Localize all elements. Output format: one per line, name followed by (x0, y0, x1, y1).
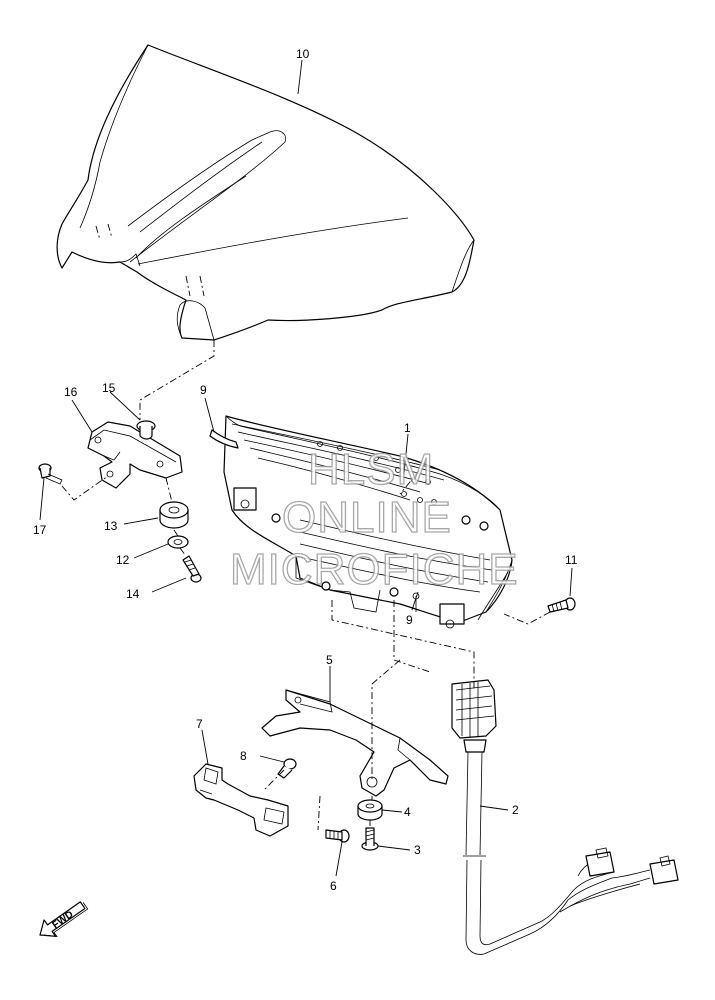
callout-11: 11 (565, 553, 578, 567)
callout-5: 5 (326, 653, 333, 667)
screw-part-8[interactable] (277, 758, 297, 779)
callout-9-top: 9 (200, 383, 207, 397)
bolt-part-14[interactable] (182, 555, 202, 583)
callout-10: 10 (296, 47, 310, 61)
screw-part-3[interactable] (361, 827, 379, 851)
leader-lines (39, 59, 573, 877)
callout-6: 6 (330, 879, 337, 893)
wire-harness-part-2[interactable] (451, 679, 679, 955)
callout-15: 15 (102, 381, 116, 395)
visor-part-10[interactable] (56, 44, 475, 341)
bolt-part-6[interactable] (325, 829, 350, 843)
callout-7: 7 (196, 717, 203, 731)
watermark-line-2: ONLINE (282, 493, 452, 542)
bolt-part-17[interactable] (38, 463, 63, 485)
callout-17: 17 (33, 523, 47, 537)
damper-part-13[interactable] (159, 501, 189, 529)
callout-3: 3 (414, 843, 421, 857)
grommet-part-4[interactable] (357, 799, 383, 821)
callout-13: 13 (104, 519, 118, 533)
meter-assembly-part-1[interactable] (223, 415, 513, 629)
bracket-part-16[interactable] (87, 421, 183, 489)
screw-part-11[interactable] (547, 597, 576, 613)
assembly-lines (61, 340, 551, 831)
callout-2: 2 (512, 803, 519, 817)
callout-14: 14 (126, 587, 140, 601)
stay-part-5[interactable] (261, 689, 449, 797)
bracket-part-7[interactable] (193, 763, 289, 837)
callout-12: 12 (116, 553, 130, 567)
fwd-arrow-icon: FWD (39, 901, 89, 938)
callout-4: 4 (404, 805, 411, 819)
watermark: HLSM ONLINE MICROFICHE (229, 444, 519, 594)
grommet-part-9[interactable] (209, 429, 420, 612)
collar-part-15[interactable] (136, 420, 156, 440)
callout-9-bottom: 9 (406, 613, 413, 627)
callout-8: 8 (240, 749, 247, 763)
callouts: 10 1 9 9 11 16 15 17 13 12 14 5 2 7 8 4 … (33, 47, 578, 893)
watermark-line-1: HLSM (308, 445, 434, 494)
callout-16: 16 (64, 385, 78, 399)
watermark-line-3: MICROFICHE (230, 545, 519, 594)
washer-part-12[interactable] (167, 535, 189, 549)
callout-1: 1 (404, 421, 411, 435)
